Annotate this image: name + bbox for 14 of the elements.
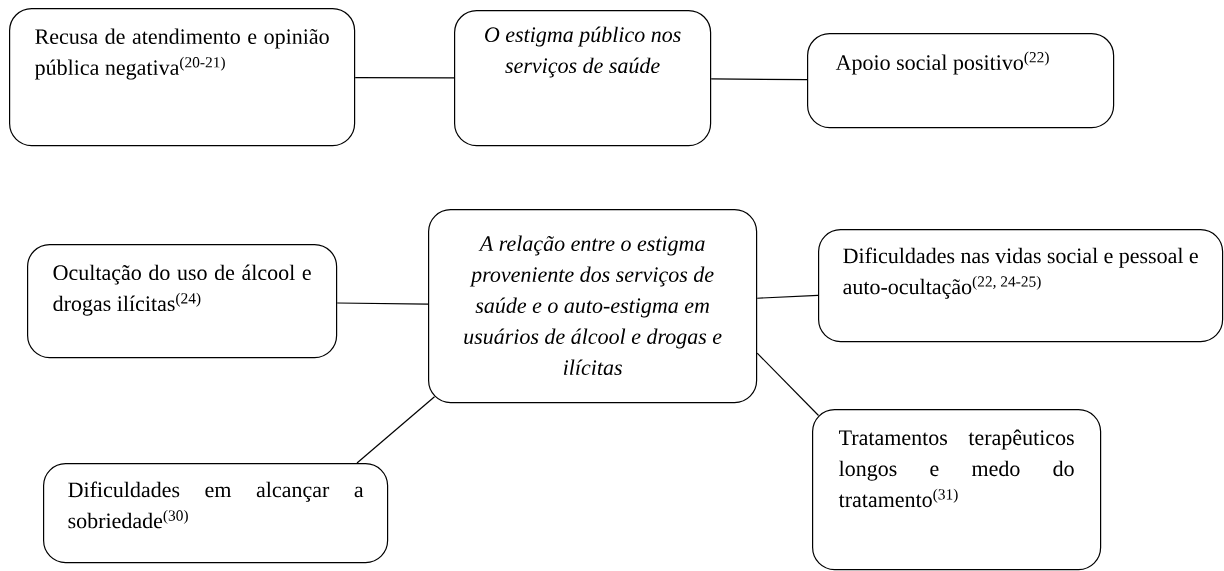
connector-line <box>356 396 436 464</box>
connector-line <box>710 78 808 81</box>
connector-line <box>354 76 455 79</box>
connector-line <box>336 302 429 305</box>
concept-box: Recusa de atendimento e opinião pública negativa$^{(20-21)}$ <box>9 8 356 147</box>
connector-line <box>756 352 820 417</box>
concept-box: Tratamentos terapêuticos longos e medo do tratamento$^{(31)}$ <box>812 409 1102 571</box>
connector-line <box>756 294 819 299</box>
concept-box: Dificuldades em alcançar a sobriedade$^{(30)}$ <box>43 463 389 564</box>
concept-box: Dificuldades nas vidas social e pessoal e auto-ocultação$^{(22, 24-25)}$ <box>818 229 1224 343</box>
concept-box: Apoio social positivo$^{(22)}$ <box>807 33 1115 129</box>
theme-box: A relação entre o estigma proveniente dos serviços de saúde e o auto-estigma em usuários de álcool e drogas e ilícitas <box>428 209 758 404</box>
theme-box: O estigma público nos serviços de saúde <box>454 10 712 147</box>
concept-box: Ocultação do uso de álcool e drogas ilícitas$^{(24)}$ <box>27 244 338 359</box>
